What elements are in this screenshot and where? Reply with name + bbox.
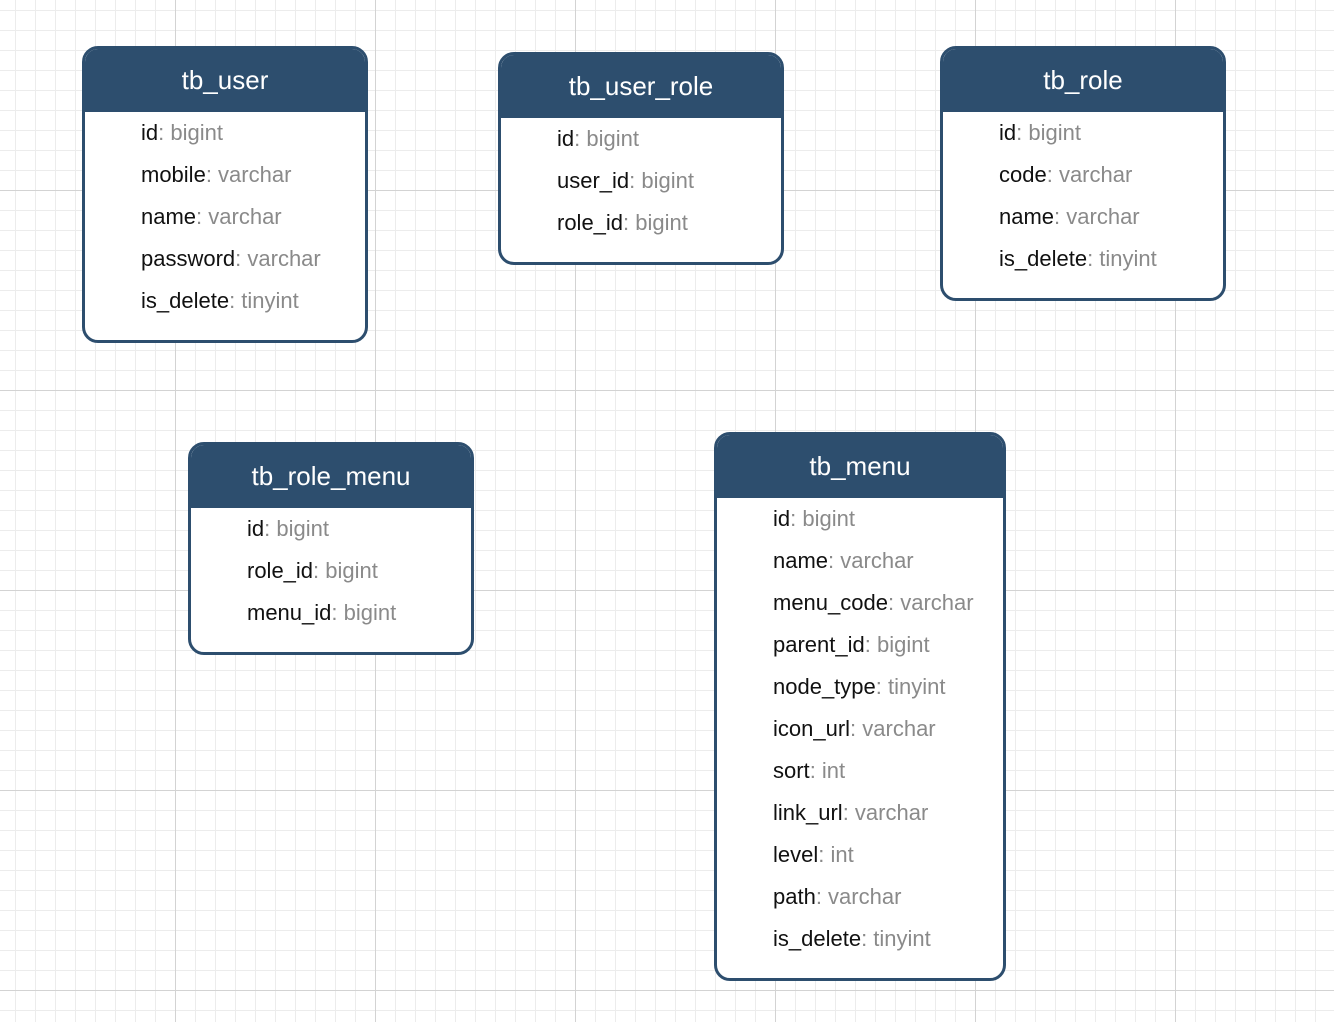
field-name: is_delete <box>999 246 1088 271</box>
field-row[interactable]: name: varchar <box>717 544 1003 586</box>
field-name: icon_url <box>773 716 851 741</box>
field-name: id <box>247 516 265 541</box>
field-type: : varchar <box>815 884 902 909</box>
field-name: link_url <box>773 800 843 825</box>
field-name: code <box>999 162 1047 187</box>
field-name: name <box>773 548 829 573</box>
table-header: tb_role <box>943 49 1223 112</box>
table-header: tb_role_menu <box>191 445 471 508</box>
field-row[interactable]: mobile: varchar <box>85 158 365 200</box>
table-header: tb_user <box>85 49 365 112</box>
field-type: : varchar <box>828 548 914 573</box>
field-name: id <box>999 120 1017 145</box>
field-row[interactable]: id: bigint <box>501 122 781 164</box>
field-row[interactable]: menu_code: varchar <box>717 586 1003 628</box>
field-type: : varchar <box>887 590 974 615</box>
field-row[interactable]: name: varchar <box>943 200 1223 242</box>
field-row[interactable]: menu_id: bigint <box>191 596 471 638</box>
field-name: role_id <box>557 210 624 235</box>
field-row[interactable]: code: varchar <box>943 158 1223 200</box>
field-type: : bigint <box>629 168 694 193</box>
field-type: : bigint <box>331 600 397 625</box>
field-name: parent_id <box>773 632 865 657</box>
field-type: : varchar <box>196 204 282 229</box>
field-type: : tinyint <box>229 288 299 313</box>
field-name: id <box>141 120 159 145</box>
field-name: role_id <box>247 558 314 583</box>
field-type: : bigint <box>574 126 639 151</box>
field-name: id <box>773 506 791 531</box>
field-row[interactable]: user_id: bigint <box>501 164 781 206</box>
field-row[interactable]: id: bigint <box>191 512 471 554</box>
table-title: tb_role <box>1043 65 1123 95</box>
field-name: is_delete <box>141 288 230 313</box>
field-name: menu_code <box>773 590 888 615</box>
field-row[interactable]: node_type: tinyint <box>717 670 1003 712</box>
field-row[interactable]: is_delete: tinyint <box>85 284 365 326</box>
field-type: : tinyint <box>875 674 946 699</box>
field-row[interactable]: level: int <box>717 838 1003 880</box>
field-type: : tinyint <box>1087 246 1157 271</box>
table-header: tb_menu <box>717 435 1003 498</box>
table-title: tb_user_role <box>568 71 714 101</box>
field-row[interactable]: name: varchar <box>85 200 365 242</box>
field-type: : bigint <box>623 210 688 235</box>
field-type: : varchar <box>205 162 292 187</box>
field-row[interactable]: is_delete: tinyint <box>943 242 1223 284</box>
field-name: id <box>557 126 575 151</box>
field-type: : varchar <box>235 246 321 271</box>
field-row[interactable]: path: varchar <box>717 880 1003 922</box>
field-type: : bigint <box>264 516 329 541</box>
field-type: : bigint <box>158 120 223 145</box>
field-type: : bigint <box>864 632 930 657</box>
field-name: path <box>773 884 816 909</box>
field-row[interactable]: role_id: bigint <box>501 206 781 248</box>
table-title: tb_user <box>181 65 269 95</box>
field-row[interactable]: id: bigint <box>717 502 1003 544</box>
field-type: : bigint <box>313 558 378 583</box>
field-row[interactable]: link_url: varchar <box>717 796 1003 838</box>
table-title: tb_menu <box>809 451 911 481</box>
table-header: tb_user_role <box>501 55 781 118</box>
field-type: : int <box>809 758 846 783</box>
field-name: name <box>999 204 1055 229</box>
field-name: mobile <box>141 162 206 187</box>
field-name: is_delete <box>773 926 862 951</box>
field-name: menu_id <box>247 600 332 625</box>
field-row[interactable]: id: bigint <box>943 116 1223 158</box>
field-type: : varchar <box>842 800 929 825</box>
field-row[interactable]: parent_id: bigint <box>717 628 1003 670</box>
field-row[interactable]: role_id: bigint <box>191 554 471 596</box>
field-name: sort <box>773 758 810 783</box>
field-type: : tinyint <box>861 926 931 951</box>
field-row[interactable]: id: bigint <box>85 116 365 158</box>
table-title: tb_role_menu <box>251 461 411 491</box>
field-type: : int <box>818 842 854 867</box>
field-row[interactable]: icon_url: varchar <box>717 712 1003 754</box>
field-type: : bigint <box>790 506 855 531</box>
field-name: password <box>141 246 236 271</box>
field-name: name <box>141 204 197 229</box>
field-type: : varchar <box>1046 162 1133 187</box>
field-type: : bigint <box>1016 120 1081 145</box>
field-row[interactable]: sort: int <box>717 754 1003 796</box>
field-row[interactable]: is_delete: tinyint <box>717 922 1003 964</box>
field-name: user_id <box>557 168 630 193</box>
field-name: level <box>773 842 819 867</box>
field-row[interactable]: password: varchar <box>85 242 365 284</box>
field-type: : varchar <box>850 716 936 741</box>
field-type: : varchar <box>1054 204 1140 229</box>
field-name: node_type <box>773 674 876 699</box>
